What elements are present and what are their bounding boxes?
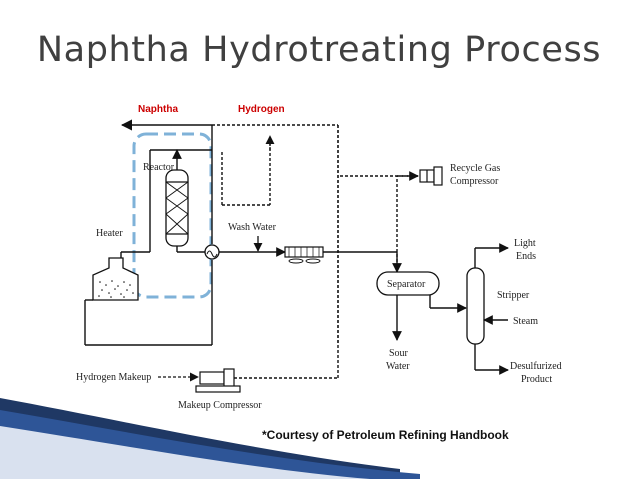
feed-header-line (120, 119, 339, 345)
heater-flames (98, 280, 134, 298)
sour-water-label-1: Sour (389, 348, 409, 359)
desulfurized-label-2: Product (521, 374, 552, 385)
separator-vessel (376, 271, 440, 296)
separator-piping (392, 295, 467, 341)
reactor-label: Reactor (143, 162, 175, 173)
wash-water-label: Wash Water (228, 222, 277, 233)
heat-exchanger-icon (206, 250, 218, 258)
light-ends-label-1: Light (514, 238, 536, 249)
page-title: Naphtha Hydrotreating Process (36, 30, 602, 70)
hydrogen-makeup-label: Hydrogen Makeup (76, 372, 151, 383)
recycle-gas-label-2: Compressor (450, 176, 499, 187)
reactor-piping (120, 125, 286, 345)
naphtha-label: Naphtha (138, 104, 178, 115)
heat-exchanger (204, 244, 220, 260)
stripper-label: Stripper (497, 290, 530, 301)
stripper-piping (474, 243, 509, 375)
makeup-compressor-label: Makeup Compressor (178, 400, 262, 411)
courtesy-note: *Courtesy of Petroleum Refining Handbook (262, 428, 509, 442)
reactor-highlight (132, 132, 213, 299)
makeup-compressor (195, 368, 241, 393)
recycle-gas-label-1: Recycle Gas (450, 163, 500, 174)
recycle-gas-compressor (419, 166, 443, 186)
separator-label: Separator (387, 279, 426, 290)
steam-label: Steam (513, 316, 538, 327)
heater-label: Heater (96, 228, 123, 239)
recycle-gas-line (221, 143, 419, 272)
makeup-to-recycle-line (234, 345, 339, 379)
sour-water-label-2: Water (386, 361, 410, 372)
hydrogen-label: Hydrogen (238, 104, 285, 115)
desulfurized-label-1: Desulfurized (510, 361, 562, 372)
heater-piping (84, 299, 212, 346)
light-ends-label-2: Ends (516, 251, 536, 262)
